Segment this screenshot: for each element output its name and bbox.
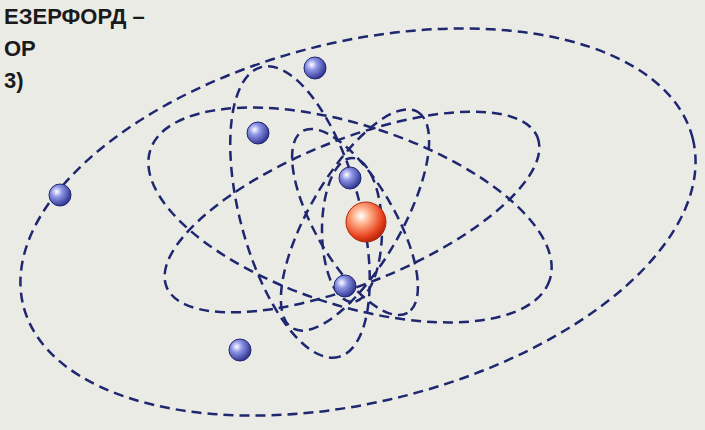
title-text: ЕЗЕРФОРД – (4, 6, 145, 28)
title-text: ОР (4, 38, 36, 60)
title-text: 3) (4, 70, 24, 92)
electron (334, 275, 356, 297)
electrons (49, 57, 361, 361)
orbit (253, 89, 458, 352)
nucleus (346, 202, 386, 242)
orbit (268, 111, 442, 333)
orbit (140, 70, 565, 353)
electron (339, 167, 361, 189)
electron (304, 57, 326, 79)
electron (49, 184, 71, 206)
electron (247, 122, 269, 144)
orbit (203, 52, 397, 373)
orbit (122, 65, 577, 366)
electron (229, 339, 251, 361)
